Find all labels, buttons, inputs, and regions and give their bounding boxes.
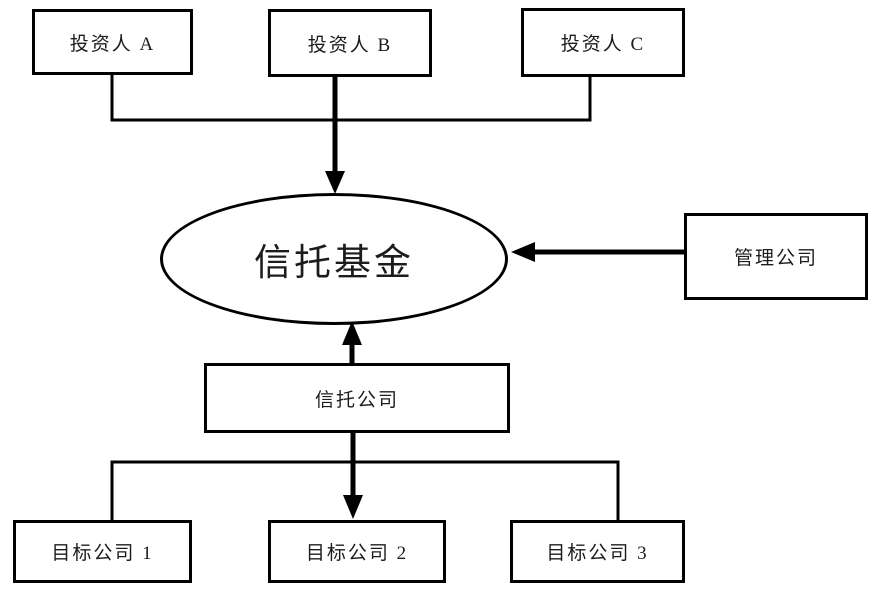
node-investor-b-label: 投资人 B	[307, 34, 393, 56]
node-investor-c-label: 投资人 C	[560, 34, 646, 55]
edge-trustco-down-arrowhead	[343, 495, 363, 519]
node-trust-company-label: 信托公司	[314, 389, 399, 411]
edge-trustco-up-arrowhead	[342, 321, 362, 345]
node-investor-b: 投资人 B	[268, 9, 432, 77]
node-target-company-3: 目标公司 3	[510, 520, 685, 583]
node-investor-c: 投资人 C	[521, 8, 685, 77]
edge-investor-a-rail	[110, 75, 592, 122]
node-investor-a: 投资人 A	[32, 9, 193, 75]
node-trust-company: 信托公司	[204, 363, 510, 433]
edge-target-rail	[110, 460, 620, 520]
node-target-company-2: 目标公司 2	[268, 520, 446, 583]
node-investor-a-label: 投资人 A	[69, 33, 156, 55]
node-target-company-1: 目标公司 1	[13, 520, 192, 583]
edge-management-arrowhead	[511, 242, 535, 262]
node-target-company-2-label: 目标公司 2	[305, 543, 409, 564]
edge-investor-b-arrowhead	[325, 171, 345, 194]
node-target-company-1-label: 目标公司 1	[51, 543, 154, 564]
node-trust-fund: 信托基金	[160, 193, 508, 325]
node-management-company: 管理公司	[684, 213, 868, 300]
node-trust-fund-label: 信托基金	[254, 243, 414, 284]
node-management-company-label: 管理公司	[733, 248, 818, 269]
node-target-company-3-label: 目标公司 3	[546, 543, 649, 564]
